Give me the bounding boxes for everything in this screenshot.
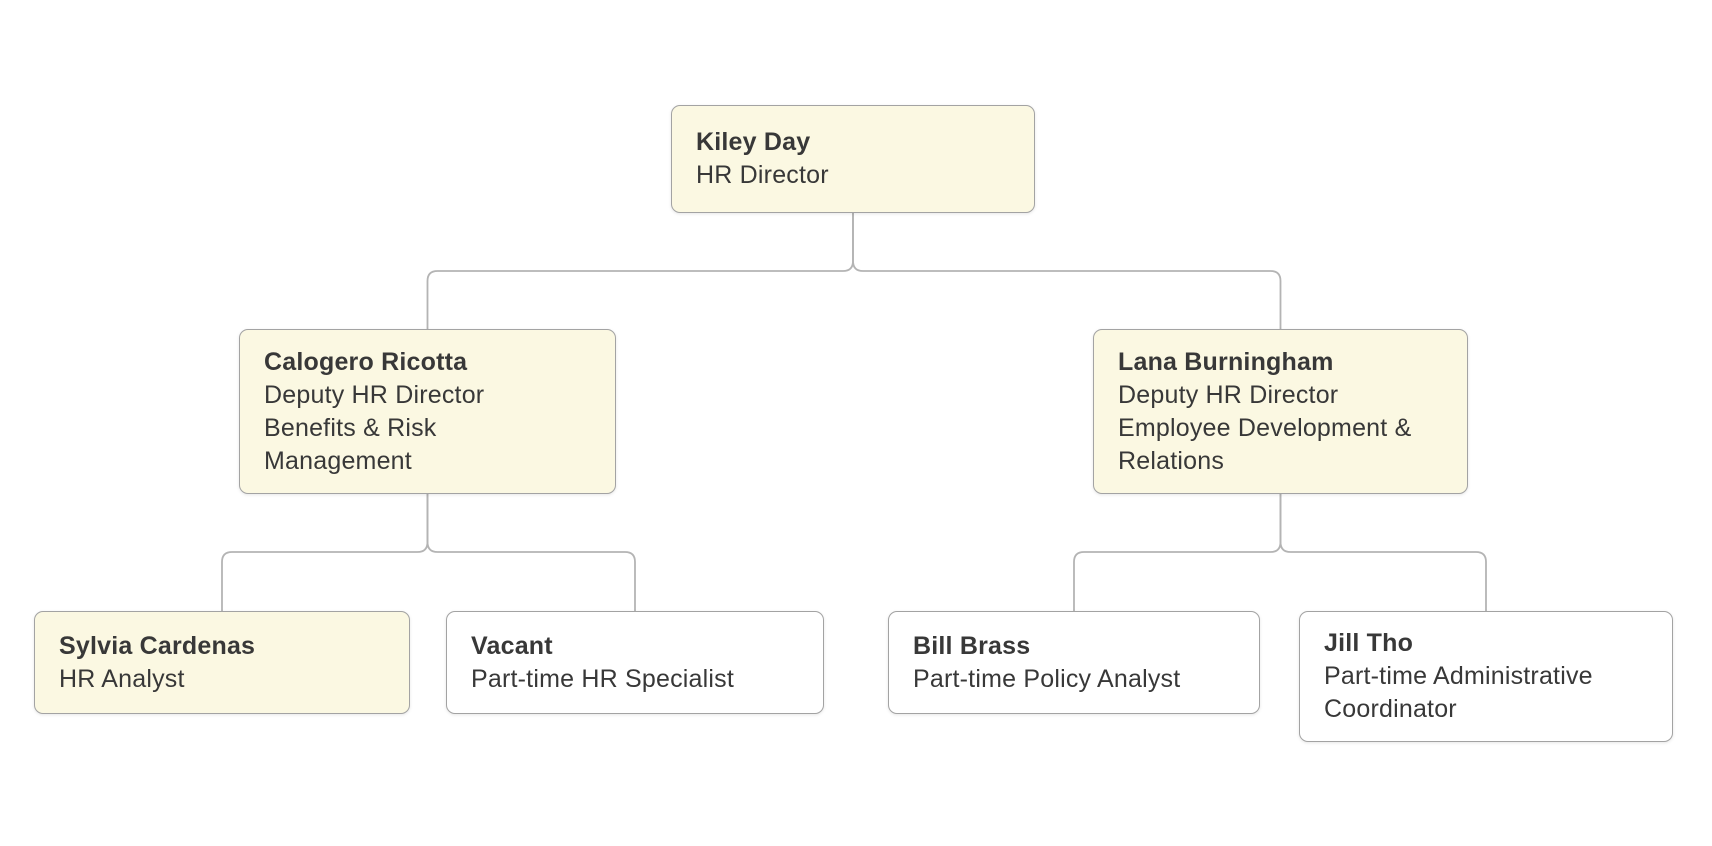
node-title-line: HR Analyst (59, 664, 185, 693)
node-name: Sylvia Cardenas (59, 631, 256, 660)
node-title-line: Management (264, 446, 412, 475)
node-title-line: Relations (1118, 446, 1225, 475)
connector-calogero-sylvia (221, 494, 429, 611)
org-node-kiley[interactable]: Kiley Day HR Director (671, 105, 1035, 213)
node-title-line: Employee Development & (1118, 413, 1412, 442)
connector-lana-jill (1279, 494, 1487, 611)
connector-lana-bill (1073, 494, 1282, 611)
node-name: Vacant (471, 631, 553, 660)
connector-kiley-lana (852, 213, 1282, 329)
node-title-line: Deputy HR Director (1118, 380, 1339, 409)
connector-kiley-calogero (426, 213, 854, 329)
node-title-line: Deputy HR Director (264, 380, 485, 409)
node-name: Bill Brass (913, 631, 1031, 660)
node-title-line: Part-time Policy Analyst (913, 664, 1181, 693)
node-title-line: HR Director (696, 161, 829, 189)
node-title-line: Coordinator (1324, 695, 1457, 723)
node-name: Jill Tho (1324, 629, 1414, 657)
node-name: Calogero Ricotta (264, 347, 468, 376)
node-name: Lana Burningham (1118, 347, 1334, 376)
connector-calogero-vacant (426, 494, 636, 611)
node-title-line: Part-time Administrative (1324, 662, 1593, 690)
node-name: Kiley Day (696, 128, 811, 156)
node-title-line: Part-time HR Specialist (471, 664, 734, 693)
org-node-sylvia[interactable]: Sylvia Cardenas HR Analyst (34, 611, 410, 714)
node-title-line: Benefits & Risk (264, 413, 437, 442)
